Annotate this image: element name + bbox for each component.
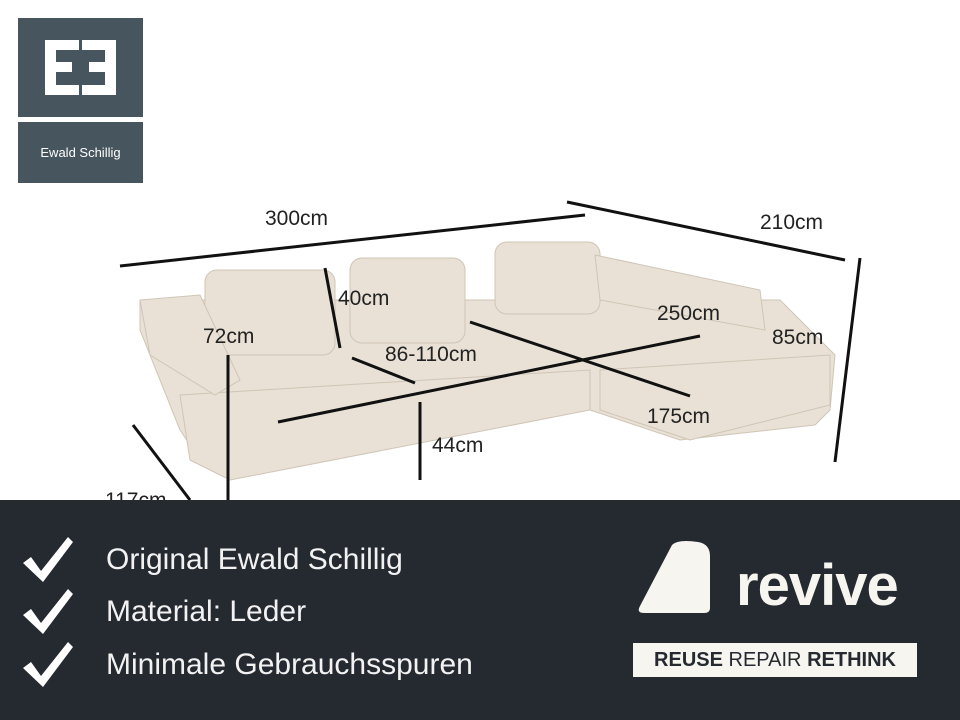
logo-mark xyxy=(18,18,143,117)
feature-item: Material: Leder xyxy=(20,587,306,637)
feature-label: Original Ewald Schillig xyxy=(106,543,403,576)
checkmark-icon xyxy=(23,589,73,634)
feature-item: Minimale Gebrauchsspuren xyxy=(20,640,473,690)
info-banner xyxy=(0,500,960,720)
feature-label: Material: Leder xyxy=(106,595,307,628)
feature-label: Minimale Gebrauchsspuren xyxy=(106,648,473,681)
revive-logo: revive xyxy=(636,540,899,620)
dim-side-depth: 117cm xyxy=(105,489,166,500)
ewald-schillig-logo: Ewald Schillig xyxy=(18,18,143,183)
dim-seat-height: 44cm xyxy=(432,434,484,457)
tagline-rethink: RETHINK xyxy=(807,648,896,671)
revive-shape-icon xyxy=(638,541,710,613)
dim-chaise: 175cm xyxy=(647,405,711,428)
sofa-image xyxy=(119,200,862,500)
tagline-reuse: REUSE xyxy=(654,648,723,671)
dim-depth: 210cm xyxy=(760,211,824,234)
checkmark-icon xyxy=(23,537,73,582)
feature-item: Original Ewald Schillig xyxy=(20,535,403,585)
dim-diagonal: 250cm xyxy=(657,302,721,325)
checkmark-icon xyxy=(23,642,73,687)
dim-height: 85cm xyxy=(772,326,824,349)
tagline-repair: REPAIR xyxy=(728,648,802,671)
dim-arm-height: 72cm xyxy=(203,325,255,348)
logo-text: Ewald Schillig xyxy=(18,122,143,183)
dim-cushion-height: 40cm xyxy=(338,287,390,310)
dim-width: 300cm xyxy=(265,207,329,230)
revive-wordmark: revive xyxy=(736,553,899,618)
revive-tagline: REUSE REPAIR RETHINK xyxy=(633,643,917,677)
dim-seat-depth: 86-110cm xyxy=(385,343,477,366)
